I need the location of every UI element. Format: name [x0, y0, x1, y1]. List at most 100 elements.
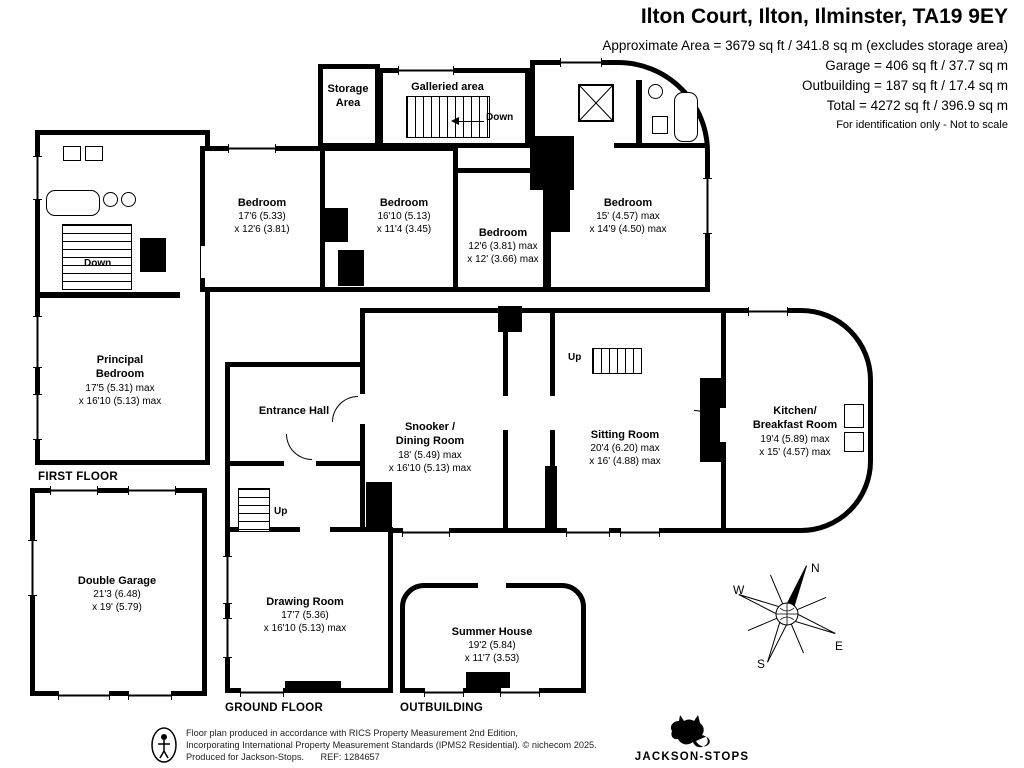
wall-segment — [543, 232, 551, 292]
stairs-up-label: Up — [274, 506, 288, 517]
room-dim: 16'10 (5.13) — [377, 211, 431, 223]
window — [128, 691, 172, 700]
room-label-sitting-room: Sitting Room 20'4 (6.20) max x 16' (4.88… — [565, 428, 685, 468]
ground-floor-label: GROUND FLOOR — [225, 702, 324, 714]
room-shell-storage — [318, 64, 380, 148]
bathtub-icon — [46, 190, 100, 216]
door-opening — [358, 394, 367, 424]
window — [58, 691, 110, 700]
footer-credits: Floor plan produced in accordance with R… — [186, 727, 597, 763]
room-dim: x 19' (5.79) — [92, 602, 142, 614]
stairs-down-label: Down — [486, 112, 514, 123]
staircase-galleried — [406, 96, 490, 138]
room-dim: x 12'6 (3.81) — [234, 224, 290, 236]
outbuilding-area-line: Outbuilding = 187 sq ft / 17.4 sq m — [801, 78, 1008, 93]
wall-segment — [338, 250, 364, 286]
door-opening — [284, 460, 316, 468]
room-name: Galleried area — [411, 81, 484, 93]
window — [500, 688, 540, 697]
compass-rose: N W S E — [733, 561, 843, 671]
toilet-icon — [85, 146, 103, 161]
room-label-storage-area: Storage Area — [318, 82, 378, 111]
first-floor-label: FIRST FLOOR — [38, 471, 118, 483]
window — [703, 178, 712, 234]
compass-s-label: S — [757, 657, 765, 671]
staircase-sitting-room — [592, 348, 642, 374]
room-dim: x 11'4 (3.45) — [376, 224, 432, 236]
room-shell-bedroom-1 — [200, 146, 325, 292]
room-dim: 18' (5.49) max — [398, 449, 462, 461]
door-opening — [501, 396, 510, 430]
room-label-principal-bedroom: Principal Bedroom 17'5 (5.31) max x 16'1… — [55, 353, 185, 408]
window — [33, 156, 42, 200]
window — [402, 528, 450, 537]
rics-measurement-icon — [151, 727, 177, 763]
room-name: Kitchen/ — [773, 405, 817, 417]
room-name: Drawing Room — [266, 596, 344, 608]
reference-number: REF: 1284657 — [320, 752, 380, 763]
room-name: Dining Room — [395, 435, 465, 448]
sink-icon — [648, 84, 663, 99]
staircase-ground-floor — [238, 488, 270, 532]
room-dim: 19'4 (5.89) max — [760, 433, 830, 445]
room-label-bedroom-3: Bedroom 12'6 (3.81) max x 12' (3.66) max — [448, 226, 558, 266]
staircase-first-floor — [62, 224, 132, 290]
room-dim: x 12' (3.66) max — [467, 254, 539, 266]
window — [228, 144, 276, 153]
room-dim: 17'6 (5.33) — [238, 211, 286, 223]
wall-segment — [614, 143, 706, 148]
bathtub-icon — [674, 92, 698, 142]
wall-segment — [366, 482, 392, 532]
jackson-stops-wordmark: JACKSON-STOPS — [634, 751, 750, 763]
door-opening — [300, 526, 330, 534]
compass-w-label: W — [733, 583, 745, 597]
window — [560, 58, 602, 67]
room-label-galleried-area: Galleried area — [385, 80, 510, 94]
window — [50, 486, 98, 495]
room-dim: x 16'10 (5.13) max — [388, 462, 472, 474]
room-label-summer-house: Summer House 19'2 (5.84) x 11'7 (3.53) — [430, 625, 554, 665]
window — [566, 528, 610, 537]
door-opening — [720, 408, 728, 442]
room-dim: x 14'9 (4.50) max — [589, 224, 667, 236]
kitchen-sink-icon — [844, 432, 864, 452]
wall-segment — [320, 208, 348, 242]
page-title: Ilton Court, Ilton, Ilminster, TA19 9EY — [640, 5, 1008, 28]
stairs-down-label: Down — [84, 258, 112, 269]
room-name: Bedroom — [237, 197, 287, 209]
credits-line-2: Incorporating International Property Mea… — [186, 740, 597, 751]
room-dim: x 16' (4.88) max — [589, 456, 661, 468]
room-dim: 17'5 (5.31) max — [85, 382, 155, 394]
room-name: Bedroom — [478, 227, 528, 239]
window — [620, 528, 660, 537]
wall-segment — [498, 306, 522, 332]
room-dim: 12'6 (3.81) max — [468, 241, 538, 253]
room-label-bedroom-1: Bedroom 17'6 (5.33) x 12'6 (3.81) — [202, 196, 322, 236]
wall-segment — [545, 466, 557, 528]
approximate-area-line: Approximate Area = 3679 sq ft / 341.8 sq… — [602, 38, 1008, 53]
toilet-icon — [63, 146, 81, 161]
door-opening — [478, 581, 506, 590]
door-opening — [201, 246, 210, 278]
window — [223, 556, 232, 604]
room-label-drawing-room: Drawing Room 17'7 (5.36) x 16'10 (5.13) … — [243, 595, 367, 635]
credits-line-3: Produced for Jackson-Stops. — [186, 752, 304, 763]
window — [33, 394, 42, 440]
wall-segment — [530, 136, 574, 190]
outbuilding-label: OUTBUILDING — [400, 702, 484, 714]
compass-e-label: E — [835, 639, 843, 653]
room-shell-sitting-room — [550, 308, 726, 533]
cooker-icon — [844, 404, 864, 428]
room-dim: 19'2 (5.84) — [468, 640, 516, 652]
room-name: Principal — [96, 354, 144, 366]
room-dim: 21'3 (6.48) — [93, 589, 141, 601]
jackson-stops-fox-logo — [670, 715, 710, 748]
room-name: Sitting Room — [590, 429, 660, 441]
room-dim: x 16'10 (5.13) max — [263, 623, 347, 635]
room-name: Breakfast Room — [752, 419, 838, 432]
stairs-down-arrowhead — [451, 117, 459, 125]
room-dim: x 11'7 (3.53) — [464, 653, 520, 665]
room-name: Bedroom — [379, 197, 429, 209]
chimney-breast — [285, 681, 341, 693]
